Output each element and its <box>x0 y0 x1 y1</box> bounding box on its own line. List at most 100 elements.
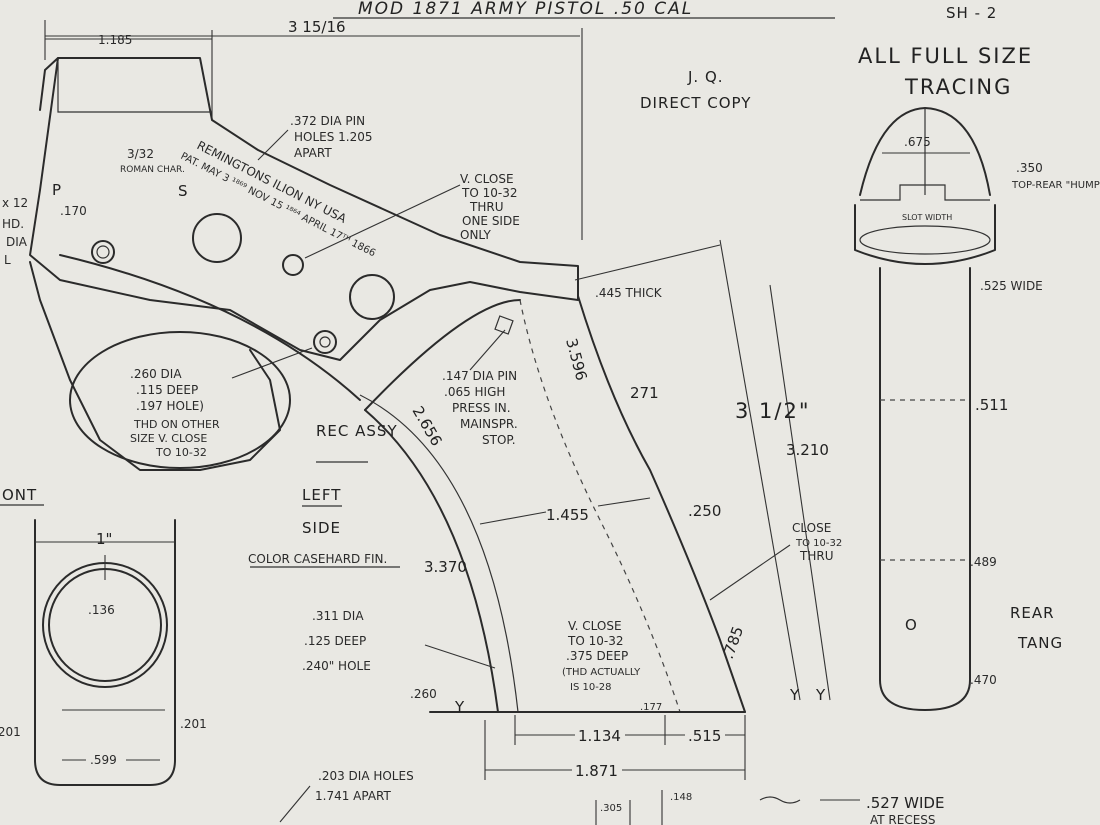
holes203-note-2: 1.741 APART <box>315 789 392 803</box>
hole-front-a-inner <box>96 245 110 259</box>
author-note: DIRECT COPY <box>640 94 751 112</box>
hole311-note-3: .240" HOLE <box>302 659 371 673</box>
receiver-top-block <box>57 62 212 113</box>
letter-s: S <box>178 182 188 200</box>
side-note-dia: DIA <box>6 235 28 249</box>
dim-470: .470 <box>970 673 997 687</box>
front-view-label: ONT <box>2 486 37 504</box>
hole-cylinder-pin <box>192 213 242 263</box>
rear-tang-body <box>879 267 971 711</box>
dim-1871-bg <box>572 761 622 777</box>
dim-1185: 1.185 <box>98 33 132 47</box>
hump-base <box>854 204 996 265</box>
holes203-note-1: .203 DIA HOLES <box>318 769 414 783</box>
grip-back-strap <box>577 295 746 713</box>
grip-centerline <box>519 299 681 713</box>
rec-assy-label: REC ASSY <box>316 422 398 440</box>
slot-width-note: SLOT WIDTH <box>902 213 952 222</box>
letter-y2: Y <box>789 686 800 704</box>
dim-line-3-1-2 <box>719 239 801 701</box>
dim-136: .136 <box>88 603 115 617</box>
dim-3-1-2: 3 1/2" <box>735 399 811 423</box>
dim-785: .785 <box>719 624 747 662</box>
leader-close-thru <box>709 544 791 601</box>
dim-250: .250 <box>688 502 721 520</box>
side-note-l: L <box>4 253 11 267</box>
dim-3-32: 3/32 <box>127 147 154 161</box>
vclose375-5: IS 10-28 <box>570 682 612 693</box>
author-initials: J. Q. <box>687 68 724 86</box>
dim-3596: 3.596 <box>562 336 591 382</box>
receiver-outline <box>29 57 579 361</box>
vclose375-3: .375 DEEP <box>566 649 628 663</box>
tang-label: TANG <box>1017 634 1063 652</box>
color-note: COLOR CASEHARD FIN. <box>248 552 387 566</box>
dim-515: .515 <box>688 727 721 745</box>
dim-525-wide: .525 WIDE <box>980 279 1043 293</box>
dim-148: .148 <box>670 792 692 803</box>
grip-front-strap <box>364 409 499 713</box>
vclose375-1: V. CLOSE <box>568 619 622 633</box>
dim-line-3210 <box>769 284 831 701</box>
hole260-note-5: SIZE V. CLOSE <box>130 432 207 445</box>
dim-line-1455-a <box>479 511 547 525</box>
hole260-note-2: .115 DEEP <box>136 383 198 397</box>
leader-vclose-top <box>304 184 461 259</box>
full-size-note-line1: ALL FULL SIZE <box>858 44 1033 68</box>
vclose-top-1: V. CLOSE <box>460 172 514 186</box>
at-recess-note: AT RECESS <box>870 813 936 825</box>
close-thru-1: CLOSE <box>792 521 831 535</box>
leader-hole311 <box>424 644 496 669</box>
hole260-note-4: THD ON OTHER <box>133 418 220 431</box>
receiver-front-edge <box>39 57 59 111</box>
hole-hammer-pin <box>349 274 395 320</box>
dim-527-wide: .527 WIDE <box>866 794 944 812</box>
rear-label: REAR <box>1010 604 1055 622</box>
hole-small-top <box>282 254 304 276</box>
lower-frame-outline <box>29 261 281 471</box>
dim-511: .511 <box>975 396 1008 414</box>
hump-base-ellipse <box>859 225 991 255</box>
hump-slot <box>860 184 990 201</box>
side-note-x12: x 12 <box>2 196 28 210</box>
full-size-note-line2: TRACING <box>904 75 1012 99</box>
left-label: LEFT <box>302 486 341 504</box>
dim-305: .305 <box>600 803 622 814</box>
dim-515-bg <box>685 726 725 742</box>
vclose375-4: (THD ACTUALLY <box>562 667 641 678</box>
dim-1-inch: 1" <box>96 530 112 548</box>
letter-o: O <box>905 616 917 634</box>
hole-trigger-inner <box>319 336 331 348</box>
break-mark <box>759 796 801 804</box>
dim-201-right: .201 <box>180 717 207 731</box>
side-label: SIDE <box>302 519 341 537</box>
dim-1134: 1.134 <box>578 727 621 745</box>
dim-599: .599 <box>90 753 117 767</box>
dim-599-bg <box>86 752 126 766</box>
roman-char-note: ROMAN CHAR. <box>120 165 185 175</box>
hole311-note-2: .125 DEEP <box>304 634 366 648</box>
vclose-top-2: TO 10-32 <box>461 186 517 200</box>
dim-line-445 <box>574 244 721 281</box>
stamp-line2: PAT. MAY 3 ¹⁸⁶⁹ NOV 15 ¹⁸⁶⁴ APRIL 17ᵀᴴ 1… <box>179 151 378 259</box>
pin147-note-2: .065 HIGH <box>444 385 505 399</box>
vclose-top-4: ONE SIDE <box>462 214 520 228</box>
vclose-top-3: THRU <box>469 200 503 214</box>
dim-489: .489 <box>970 555 997 569</box>
dim-2656: 2.656 <box>409 403 446 449</box>
hole-trigger <box>313 330 337 354</box>
pin-holes-note-2: HOLES 1.205 <box>294 130 373 144</box>
dim-3210: 3.210 <box>786 441 829 459</box>
leader-pin147 <box>469 329 506 371</box>
hole311-note-1: .311 DIA <box>312 609 364 623</box>
dim-1455: 1.455 <box>546 506 589 524</box>
front-view-bore-inner <box>48 568 162 682</box>
letter-y1: Y <box>454 698 465 716</box>
pin-holes-note-1: .372 DIA PIN <box>290 114 365 128</box>
dim-260-small: .260 <box>410 687 437 701</box>
dim-170: .170 <box>60 204 87 218</box>
dim-350: .350 <box>1016 161 1043 175</box>
close-thru-2: TO 10-32 <box>795 538 842 549</box>
pin-stop-mark <box>494 315 514 335</box>
